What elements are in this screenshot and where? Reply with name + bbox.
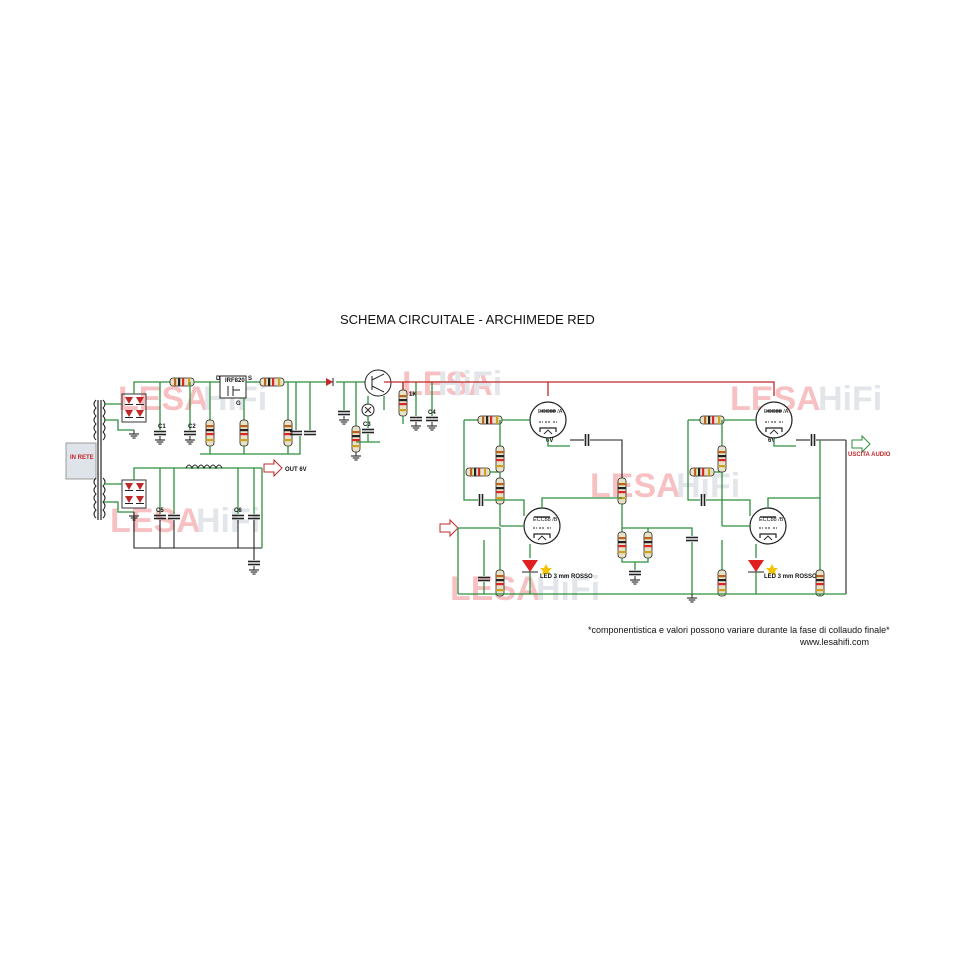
watermark-6: LESA HiFi bbox=[450, 570, 600, 608]
mosfet-regulator: IRF820 D S G bbox=[216, 375, 252, 407]
reg-pin-d: D bbox=[216, 376, 221, 382]
filter-choke bbox=[185, 464, 223, 470]
watermark-3: LESA HiFi bbox=[730, 380, 882, 418]
mains-transformer: IN RETE bbox=[65, 399, 106, 520]
tube-1a-label: ECC88 /A bbox=[538, 409, 563, 415]
tube-2b-label: ECC88 /B bbox=[759, 517, 784, 523]
cap-c2-label: C2 bbox=[188, 424, 196, 430]
led-2-label: LED 3 mm ROSSO bbox=[764, 574, 817, 580]
watermark-4: LESA HiFi bbox=[590, 467, 740, 505]
schematic-title: SCHEMA CIRCUITALE - ARCHIMEDE RED bbox=[340, 312, 595, 327]
svg-text:LESA: LESA bbox=[118, 380, 209, 418]
audio-output-label: USCITA AUDIO bbox=[848, 452, 891, 458]
pass-transistor bbox=[361, 369, 392, 417]
cap-c4-label: C4 bbox=[428, 410, 436, 416]
watermark-2: LESA HiFi bbox=[402, 365, 502, 403]
mains-input-label: IN RETE bbox=[70, 455, 94, 461]
led-2-icon bbox=[748, 560, 778, 575]
cap-c3-label: C3 bbox=[363, 422, 371, 428]
reg-pin-s: S bbox=[248, 376, 252, 382]
website-text: www.lesahifi.com bbox=[799, 637, 869, 647]
res-1k-label: 1K bbox=[409, 392, 417, 398]
regulator-label: IRF820 bbox=[225, 378, 245, 384]
svg-text:LESA: LESA bbox=[402, 365, 493, 403]
svg-text:HiFi: HiFi bbox=[438, 365, 502, 403]
reg-pin-g: G bbox=[236, 401, 241, 407]
svg-text:HiFi: HiFi bbox=[818, 380, 882, 418]
rail-diode bbox=[326, 378, 334, 386]
cap-c1-label: C1 bbox=[158, 424, 166, 430]
svg-text:LESA: LESA bbox=[590, 467, 681, 505]
svg-text:LESA: LESA bbox=[450, 570, 541, 608]
audio-output-arrow bbox=[851, 434, 871, 454]
tube-1b-label: ECC88 /B bbox=[533, 517, 558, 523]
power-supply-section: IN RETE bbox=[65, 369, 439, 575]
amplifier-stage-2: ECC88 /A 6V ECC88 /B LED bbox=[687, 401, 891, 597]
svg-text:HiFi: HiFi bbox=[536, 570, 600, 608]
out-6v-arrow bbox=[263, 458, 283, 478]
audio-input-arrow bbox=[439, 518, 459, 538]
led-1-label: LED 3 mm ROSSO bbox=[540, 574, 593, 580]
cap-c5-label: C5 bbox=[156, 508, 164, 514]
amplifier-stage-1: ECC88 /A 6V ECC88 /B bbox=[439, 401, 699, 597]
svg-text:HiFi: HiFi bbox=[196, 502, 260, 540]
cap-c6-label: C6 bbox=[234, 508, 242, 514]
disclaimer-note: *componentistica e valori possono variar… bbox=[588, 625, 890, 635]
heater-1-label: 6V bbox=[546, 438, 553, 444]
tube-2a-label: ECC88 /A bbox=[764, 409, 789, 415]
out-6v-label: OUT 6V bbox=[285, 467, 307, 473]
heater-2-label: 6V bbox=[768, 438, 775, 444]
